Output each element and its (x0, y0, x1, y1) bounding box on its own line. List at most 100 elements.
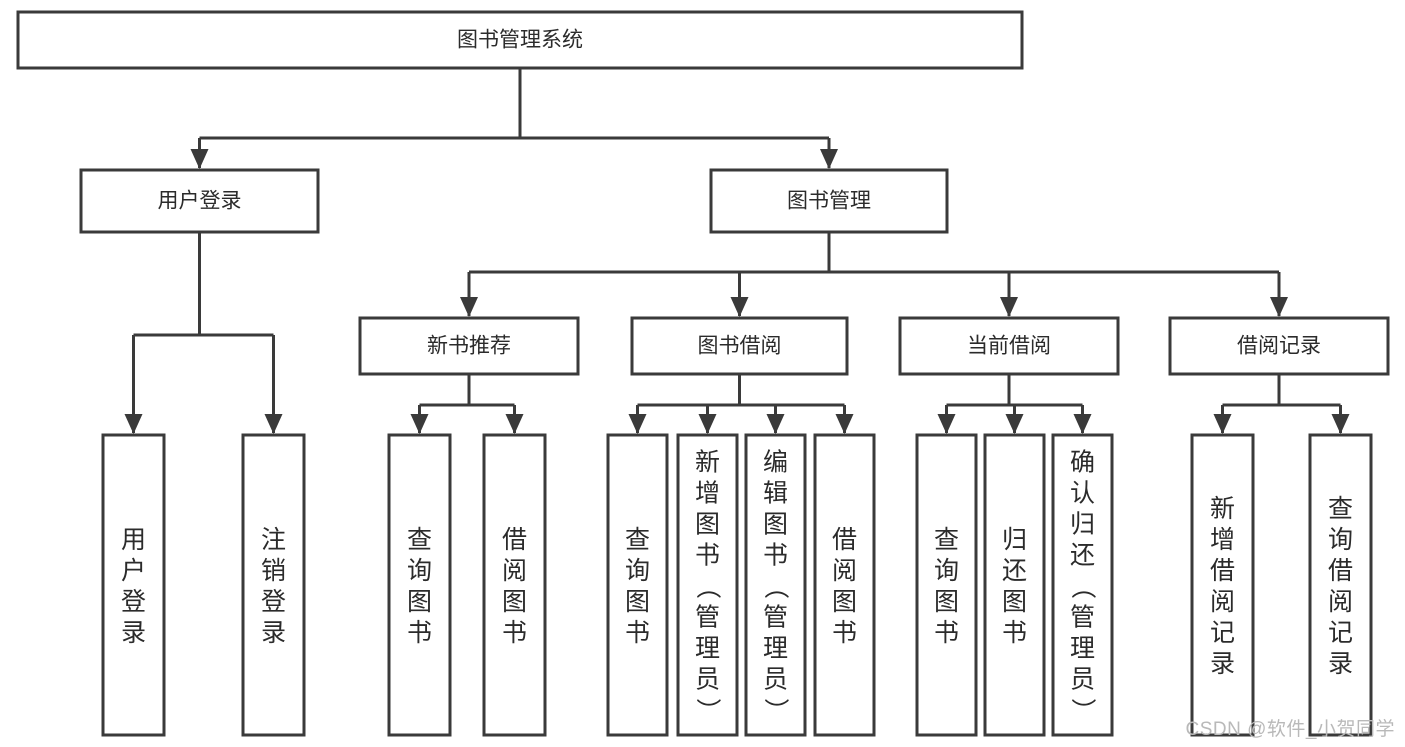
svg-text:（: （ (762, 574, 790, 599)
node-box-root[interactable] (16, 10, 1024, 70)
svg-text:借: 借 (1328, 557, 1353, 585)
svg-text:查: 查 (1328, 495, 1353, 523)
svg-text:阅: 阅 (832, 557, 857, 585)
svg-text:理: 理 (1070, 635, 1095, 663)
svg-text:录: 录 (1210, 650, 1235, 678)
svg-text:记: 记 (1328, 619, 1353, 647)
arrow-head-icon-new-book-rec (460, 297, 478, 317)
node-box-current-borrow[interactable] (898, 316, 1120, 376)
arrow-head-icon-leaf-add-record (1213, 414, 1232, 434)
node-box-user-login[interactable] (79, 168, 320, 234)
arrow-head-icon-leaf-user-login (124, 414, 143, 434)
svg-text:书: 书 (407, 619, 432, 647)
node-box-leaf-query-book-2[interactable] (606, 433, 669, 737)
connectors-layer (124, 68, 1350, 434)
svg-text:增: 增 (1210, 526, 1235, 554)
svg-text:图: 图 (832, 588, 857, 616)
arrow-head-icon-leaf-borrow-book-2 (835, 414, 854, 434)
node-box-leaf-borrow-book-1[interactable] (482, 433, 547, 737)
arrow-head-icon-leaf-query-book-1 (410, 414, 429, 434)
svg-text:书: 书 (763, 542, 788, 570)
node-label-current-borrow: 当前借阅 (967, 335, 1051, 358)
arrow-head-icon-leaf-borrow-book-1 (505, 414, 524, 434)
node-box-leaf-query-record[interactable] (1308, 433, 1373, 737)
svg-text:）: ） (694, 698, 722, 723)
svg-text:增: 增 (695, 480, 720, 508)
svg-text:）: ） (762, 698, 790, 723)
svg-text:录: 录 (121, 619, 146, 647)
svg-text:管: 管 (763, 604, 788, 632)
svg-text:辑: 辑 (763, 480, 788, 508)
arrow-head-icon-leaf-query-book-3 (937, 414, 956, 434)
node-box-book-borrow[interactable] (630, 316, 849, 376)
node-box-book-manage[interactable] (709, 168, 949, 234)
svg-text:还: 还 (1002, 557, 1027, 585)
node-box-borrow-record[interactable] (1168, 316, 1390, 376)
svg-text:借: 借 (832, 526, 857, 554)
svg-text:归: 归 (1070, 511, 1095, 539)
svg-text:认: 认 (1070, 480, 1095, 508)
svg-text:询: 询 (407, 557, 432, 585)
arrow-head-icon-leaf-add-book (698, 414, 717, 434)
arrow-head-icon-current-borrow (1000, 297, 1018, 317)
watermark-text: CSDN @软件_小贺同学 (1185, 719, 1395, 740)
node-label-user-login: 用户登录 (158, 190, 242, 213)
svg-text:登: 登 (121, 588, 146, 616)
node-boxes-layer (16, 10, 1390, 737)
node-box-leaf-edit-book[interactable] (744, 433, 807, 737)
svg-text:书: 书 (832, 619, 857, 647)
svg-text:确: 确 (1070, 449, 1095, 477)
node-label-root: 图书管理系统 (457, 29, 583, 52)
node-box-leaf-query-book-3[interactable] (915, 433, 978, 737)
arrow-head-icon-leaf-query-book-2 (628, 414, 647, 434)
svg-text:管: 管 (695, 604, 720, 632)
svg-text:录: 录 (261, 619, 286, 647)
svg-text:登: 登 (261, 588, 286, 616)
node-box-leaf-add-book[interactable] (676, 433, 739, 737)
svg-text:新: 新 (1210, 495, 1235, 523)
svg-text:员: 员 (1070, 666, 1095, 694)
svg-text:归: 归 (1002, 526, 1027, 554)
arrow-head-icon-book-manage (820, 149, 838, 169)
node-label-book-borrow: 图书借阅 (698, 335, 782, 358)
node-box-leaf-query-book-1[interactable] (387, 433, 452, 737)
node-box-leaf-add-record[interactable] (1190, 433, 1255, 737)
node-box-leaf-user-login[interactable] (101, 433, 166, 737)
svg-text:用: 用 (121, 526, 146, 554)
node-box-new-book-rec[interactable] (358, 316, 580, 376)
svg-text:阅: 阅 (1328, 588, 1353, 616)
node-label-borrow-record: 借阅记录 (1237, 335, 1321, 358)
svg-text:理: 理 (695, 635, 720, 663)
svg-text:询: 询 (625, 557, 650, 585)
svg-text:图: 图 (502, 588, 527, 616)
svg-text:查: 查 (934, 526, 959, 554)
svg-text:查: 查 (625, 526, 650, 554)
arrow-head-icon-borrow-record (1270, 297, 1288, 317)
svg-text:图: 图 (695, 511, 720, 539)
node-box-leaf-user-logout[interactable] (241, 433, 306, 737)
svg-text:阅: 阅 (1210, 588, 1235, 616)
svg-text:注: 注 (261, 526, 286, 554)
node-box-leaf-return-book[interactable] (983, 433, 1046, 737)
node-box-leaf-confirm-return[interactable] (1051, 433, 1114, 737)
arrow-head-icon-leaf-user-logout (264, 414, 283, 434)
svg-text:书: 书 (1002, 619, 1027, 647)
svg-text:员: 员 (763, 666, 788, 694)
svg-text:借: 借 (502, 526, 527, 554)
node-labels-layer: 图书管理系统用户登录图书管理新书推荐图书借阅当前借阅借阅记录用户登录注销登录查询… (121, 29, 1353, 723)
node-box-leaf-borrow-book-2[interactable] (813, 433, 876, 737)
svg-text:（: （ (1069, 574, 1097, 599)
svg-text:还: 还 (1070, 542, 1095, 570)
svg-text:图: 图 (934, 588, 959, 616)
